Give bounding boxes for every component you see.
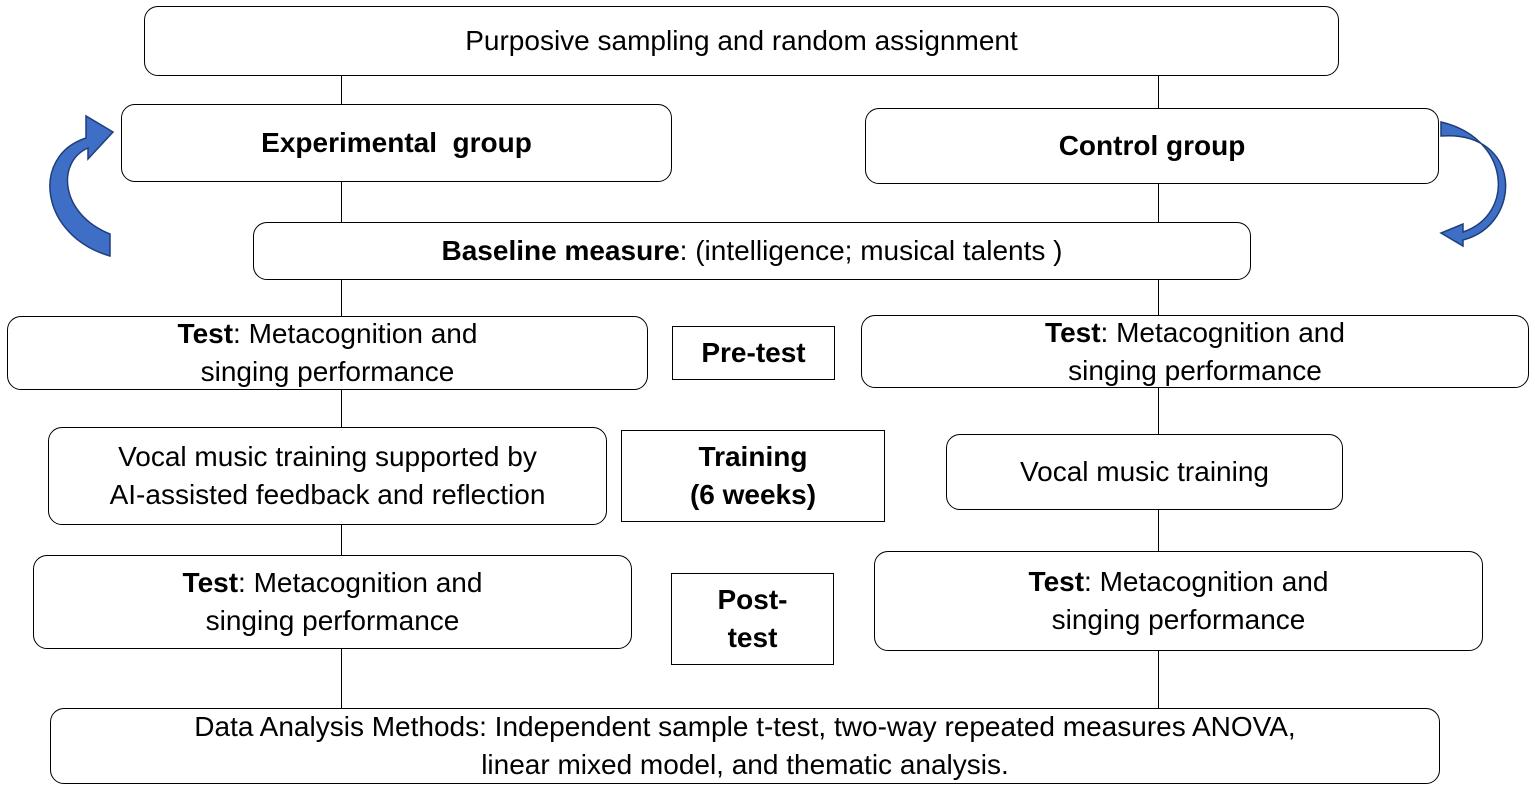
posttest-left-line2: singing performance — [205, 605, 460, 636]
training-experimental-box: Vocal music training supported by AI-ass… — [48, 427, 607, 525]
training-label-line2: (6 weeks) — [689, 479, 817, 510]
posttest-right-line1: : Metacognition and — [1084, 566, 1329, 597]
training-right-text: Vocal music training — [1019, 456, 1269, 487]
experimental-group-box: Experimental group — [121, 104, 672, 182]
control-group-label: Control group — [1058, 130, 1246, 161]
posttest-label-line1: Post- — [717, 584, 788, 615]
pretest-left-line2: singing performance — [200, 356, 455, 387]
pretest-label: Pre-test — [701, 337, 806, 368]
pretest-control-box: Test: Metacognition and singing performa… — [861, 315, 1529, 388]
right-connector-line — [1158, 76, 1159, 708]
posttest-left-bold: Test — [182, 567, 239, 598]
sampling-text: Purposive sampling and random assignment — [465, 25, 1018, 56]
baseline-detail: : (intelligence; musical talents ) — [679, 235, 1063, 266]
posttest-left-line1: : Metacognition and — [238, 567, 483, 598]
analysis-line2: linear mixed model, and thematic analysi… — [481, 749, 1009, 780]
training-control-box: Vocal music training — [946, 434, 1343, 510]
analysis-line1: Data Analysis Methods: Independent sampl… — [194, 711, 1296, 742]
baseline-bold-label: Baseline measure — [441, 235, 680, 266]
pretest-left-bold: Test — [177, 318, 234, 349]
pretest-label-box: Pre-test — [672, 326, 835, 380]
training-left-line1: Vocal music training supported by — [118, 441, 537, 472]
posttest-right-bold: Test — [1028, 566, 1085, 597]
analysis-box: Data Analysis Methods: Independent sampl… — [50, 708, 1440, 784]
posttest-label-line2: test — [727, 622, 778, 653]
posttest-control-box: Test: Metacognition and singing performa… — [874, 551, 1483, 651]
pretest-right-bold: Test — [1045, 316, 1101, 348]
sampling-box: Purposive sampling and random assignment — [144, 6, 1339, 76]
posttest-right-line2: singing performance — [1051, 604, 1306, 635]
experimental-group-label: Experimental group — [261, 127, 532, 158]
training-label-box: Training (6 weeks) — [621, 430, 885, 522]
baseline-box: Baseline measure: (intelligence; musical… — [253, 222, 1251, 280]
posttest-label-box: Post- test — [671, 573, 834, 665]
left-connector-line — [341, 76, 342, 708]
control-group-box: Control group — [865, 108, 1439, 184]
pretest-left-line1: : Metacognition and — [233, 318, 478, 349]
training-label-line1: Training — [698, 441, 808, 472]
posttest-experimental-box: Test: Metacognition and singing performa… — [33, 555, 632, 649]
pretest-right-line2: singing performance — [1068, 354, 1322, 386]
pretest-right-line1: : Metacognition and — [1100, 316, 1345, 348]
pretest-experimental-box: Test: Metacognition and singing performa… — [7, 316, 648, 390]
training-left-line2: AI-assisted feedback and reflection — [109, 479, 546, 510]
